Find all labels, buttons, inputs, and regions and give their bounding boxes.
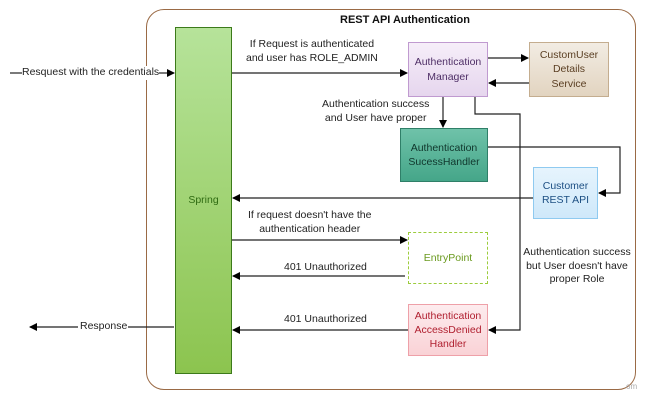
edge-manager-to-denied [474,97,521,334]
edge-success-to-restapi [488,146,621,197]
label-success-proper: Authentication success and User have pro… [322,98,430,124]
access-denied-handler-node: Authentication AccessDenied Handler [408,304,488,356]
authentication-success-handler-node: Authentication SucessHandler [400,128,488,182]
label-request-in: Resquest with the credentials [22,66,160,80]
label-unauthorized-entry: 401 Unauthorized [284,261,367,273]
label-unauthorized-denied: 401 Unauthorized [284,313,367,325]
label-no-header: If request doesn't have the authenticati… [248,209,372,235]
rest-api-auth-container [146,9,636,390]
entry-point-node: EntryPoint [408,232,488,284]
custom-user-details-service-node: CustomUser Details Service [529,42,609,97]
diagram-title: REST API Authentication [340,14,470,26]
customer-rest-api-node: Customer REST API [533,167,598,219]
label-authenticated-admin: If Request is authenticated and user has… [246,38,378,64]
spring-node: Spring [175,27,232,374]
label-success-no-role: Authentication success but User doesn't … [521,246,633,287]
authentication-manager-node: Authentication Manager [408,42,488,97]
watermark: om [626,382,638,391]
label-response: Response [80,320,128,334]
